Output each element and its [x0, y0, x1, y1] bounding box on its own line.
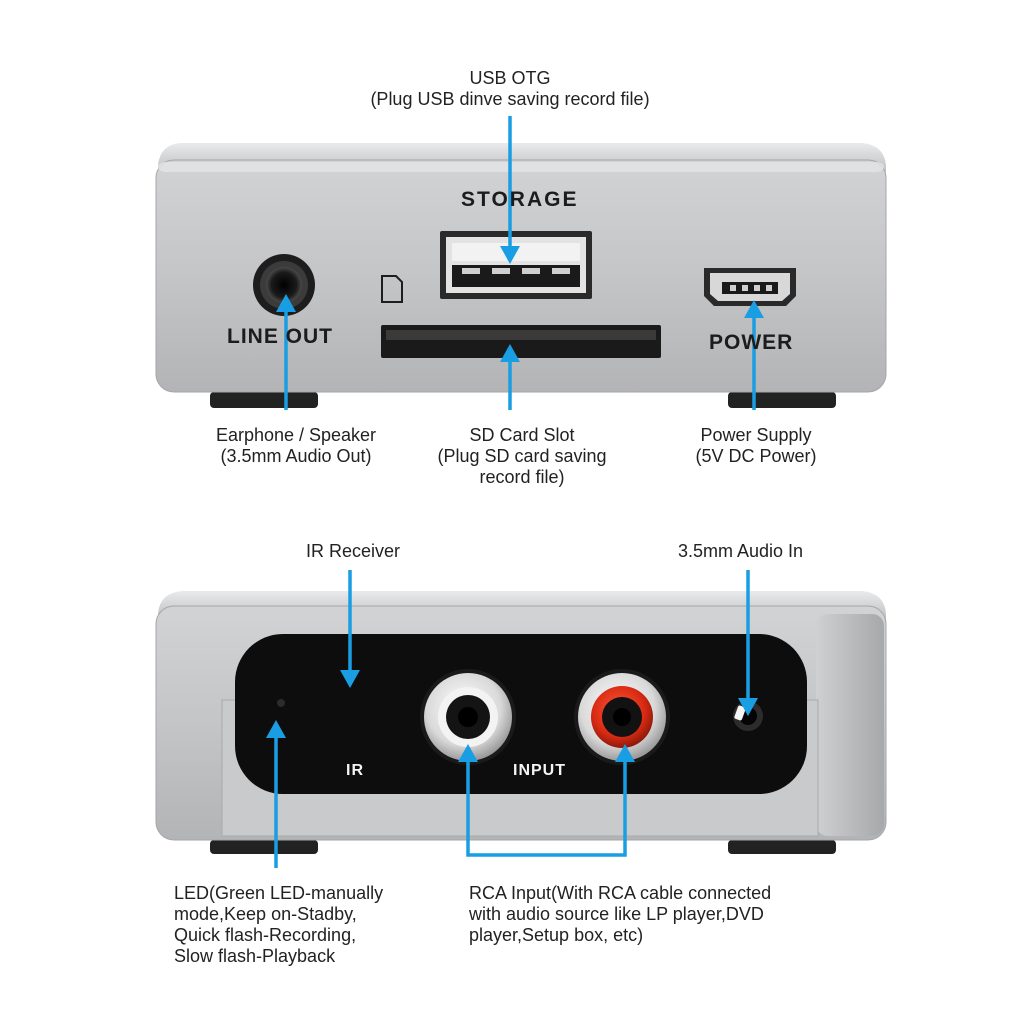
foot-left: [210, 392, 318, 408]
callout-desc: record file): [479, 467, 565, 487]
callout-audio-in: 3.5mm Audio In: [678, 541, 803, 562]
callout-desc: (5V DC Power): [695, 446, 817, 466]
usb-port: [440, 231, 592, 299]
arrow-head-icon: [340, 670, 360, 688]
callout-line: player,Setup box, etc): [469, 925, 644, 945]
rca-white-jack: [420, 669, 516, 765]
callout-desc: (Plug SD card saving: [437, 446, 607, 466]
callout-earphone: Earphone / Speaker (3.5mm Audio Out): [186, 425, 406, 467]
callout-sd-card: SD Card Slot (Plug SD card saving record…: [412, 425, 632, 488]
arrow-head-icon: [744, 300, 764, 318]
input-label: INPUT: [513, 762, 566, 779]
callout-title: IR Receiver: [306, 541, 401, 561]
arrow-head-icon: [615, 744, 635, 762]
callout-line: with audio source like LP player,DVD: [469, 904, 764, 924]
arrow-rca-bracket: [466, 760, 627, 857]
arrow-head-icon: [738, 698, 758, 716]
top-device: [155, 143, 887, 408]
arrow-head-icon: [458, 744, 478, 762]
sd-card-slot: [381, 325, 661, 358]
callout-arrows: [266, 116, 764, 868]
power-port: [704, 268, 796, 306]
arrow-head-icon: [500, 344, 520, 362]
callout-title: 3.5mm Audio In: [678, 541, 804, 561]
callout-led: LED(Green LED-manually mode,Keep on-Stad…: [174, 883, 383, 967]
arrow-head-icon: [276, 294, 296, 312]
line-out-jack: [253, 254, 315, 316]
line-out-label: LINE OUT: [227, 325, 333, 348]
callout-line: Quick flash-Recording,: [174, 925, 357, 945]
callout-line: mode,Keep on-Stadby,: [174, 904, 357, 924]
callout-line: LED(Green LED-manually: [174, 883, 384, 903]
foot-right: [728, 392, 836, 408]
foot-left: [210, 840, 318, 854]
input-panel: [235, 634, 807, 794]
callout-power-supply: Power Supply (5V DC Power): [656, 425, 856, 467]
callout-usb-otg: USB OTG (Plug USB dinve saving record fi…: [330, 68, 690, 110]
callout-title: Earphone / Speaker: [215, 425, 377, 445]
callout-rca: RCA Input(With RCA cable connected with …: [469, 883, 771, 946]
right-side-face: [816, 614, 884, 836]
led-indicator: [277, 699, 285, 707]
callout-title: SD Card Slot: [469, 425, 575, 445]
callout-title: USB OTG: [469, 68, 551, 88]
callout-desc: (Plug USB dinve saving record file): [370, 89, 650, 109]
ir-label: IR: [346, 762, 364, 779]
rca-red-jack: [574, 669, 670, 765]
sd-card-icon: [381, 275, 403, 303]
callout-desc: (3.5mm Audio Out): [220, 446, 372, 466]
foot-right: [728, 840, 836, 854]
callout-title: Power Supply: [700, 425, 812, 445]
arrow-head-icon: [266, 720, 286, 738]
storage-label: STORAGE: [461, 188, 579, 211]
power-label: POWER: [709, 331, 794, 354]
bottom-device: [155, 591, 887, 854]
callout-line: Slow flash-Playback: [174, 946, 336, 966]
callout-line: RCA Input(With RCA cable connected: [469, 883, 772, 903]
arrow-head-icon: [500, 246, 520, 264]
callout-ir-receiver: IR Receiver: [306, 541, 400, 562]
